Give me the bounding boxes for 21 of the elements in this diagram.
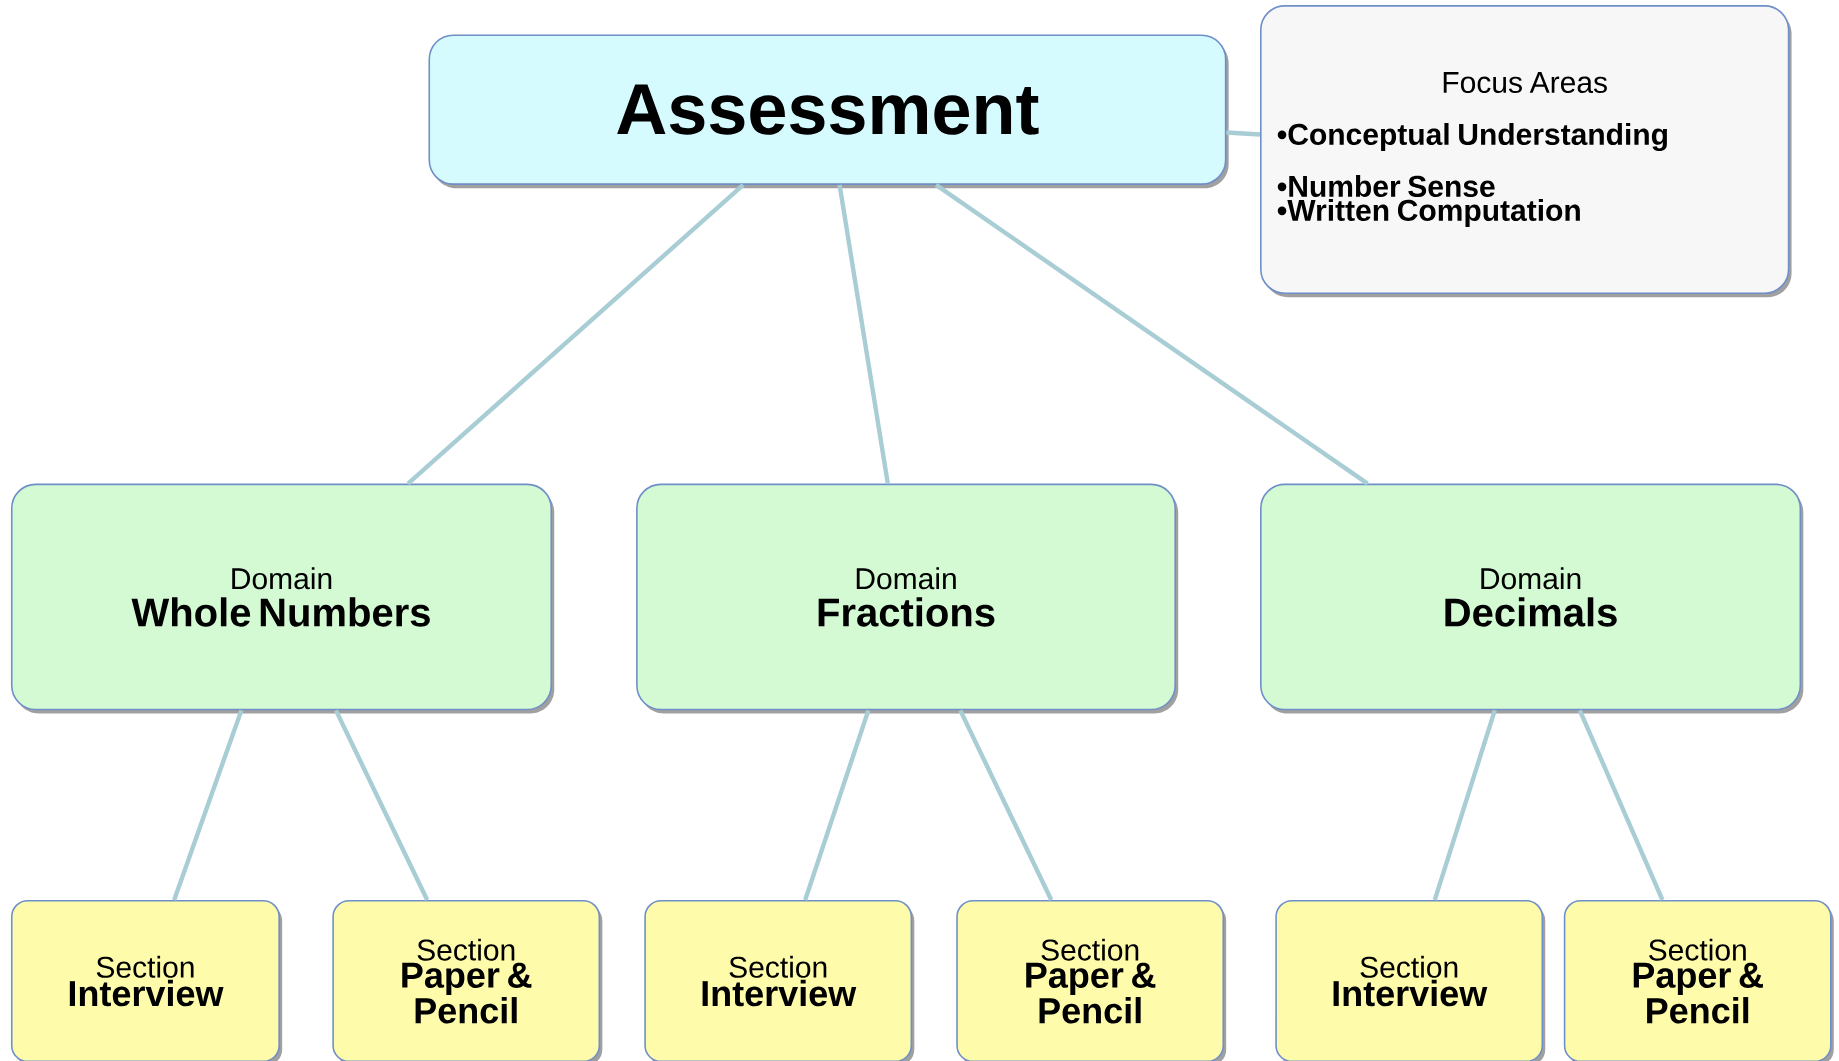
section-box: Section Paper & Pencil xyxy=(956,899,1227,1061)
connector-line xyxy=(803,709,871,901)
connector-line xyxy=(1577,709,1665,901)
connector-line xyxy=(934,183,1369,486)
connector-line xyxy=(837,184,890,484)
connector-line xyxy=(1226,130,1261,137)
section-box: Section Interview xyxy=(644,899,915,1061)
domain-box: Domain Decimals xyxy=(1260,483,1804,714)
connector-line xyxy=(958,709,1054,901)
connector-line xyxy=(406,183,745,486)
section-box: Section Interview xyxy=(10,899,283,1061)
connector-line xyxy=(1432,709,1497,901)
section-box: Section Paper & Pencil xyxy=(1563,899,1834,1061)
section-box: Section Interview xyxy=(1275,899,1546,1061)
domain-box: Domain Fractions xyxy=(636,483,1179,714)
domain-box: Domain Whole Numbers xyxy=(10,483,555,714)
connector-line xyxy=(333,709,430,901)
section-box: Section Paper & Pencil xyxy=(332,899,603,1061)
connector-line xyxy=(172,709,244,901)
title-box: Assessment xyxy=(428,34,1229,189)
focus-areas-box: Focus Areas •Conceptual Understanding •Number Sense •Written Computation xyxy=(1260,5,1792,298)
